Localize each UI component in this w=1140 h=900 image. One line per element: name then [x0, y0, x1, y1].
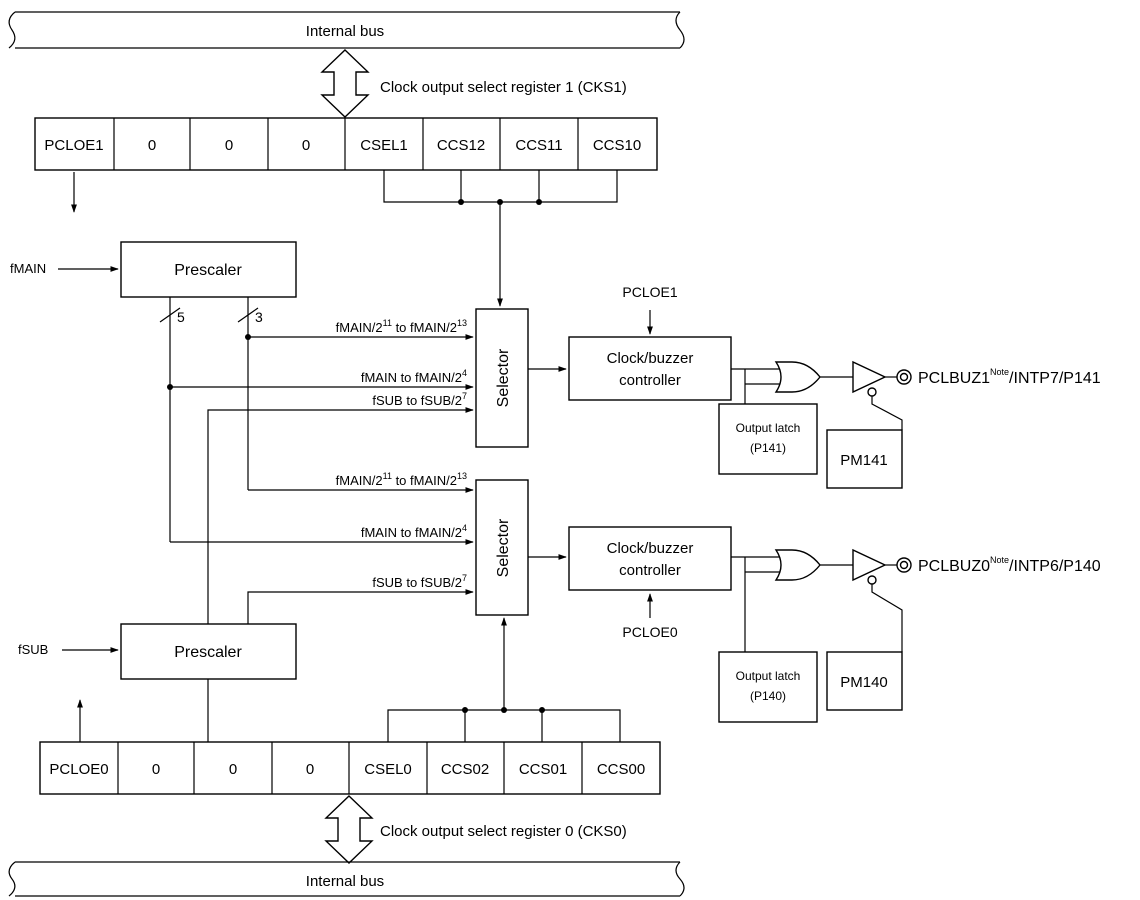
prescaler-sub-label: Prescaler: [174, 644, 242, 661]
port-mode-pm141: PM141: [826, 429, 903, 489]
controller-lower-line1: Clock/buzzer: [607, 540, 694, 557]
lower-input-fmain: fMAIN to fMAIN/24: [361, 523, 467, 540]
bus-double-arrow-cks1: [320, 49, 370, 118]
upper-input-fsub: fSUB to fSUB/27: [372, 391, 467, 408]
port-mode-pm140: PM140: [826, 651, 903, 711]
cks1-bit-csel1: CSEL1: [360, 137, 408, 154]
cks0-bit-4: 0: [306, 761, 314, 778]
upper-input-fmain: fMAIN to fMAIN/24: [361, 368, 467, 385]
bus-double-arrow-cks0: [324, 795, 374, 864]
latch-upper-line1: Output latch: [736, 421, 801, 435]
bus-width-5: 5: [177, 309, 185, 325]
selector-lower: Selector: [475, 479, 529, 616]
pm141-label: PM141: [840, 452, 888, 469]
latch-lower-line1: Output latch: [736, 669, 801, 683]
output-stage-lower: [731, 548, 912, 652]
cks1-select-wiring: [383, 170, 618, 307]
bus-width-3: 3: [255, 309, 263, 325]
output-stage-upper: [731, 360, 912, 430]
pin-upper-label: PCLBUZ1Note/INTP7/P141: [918, 367, 1101, 387]
lower-input-fsub: fSUB to fSUB/27: [372, 573, 467, 590]
controller-upper-line2: controller: [619, 372, 681, 389]
cks0-bit-ccs00: CCS00: [597, 761, 645, 778]
cks0-bit-6: 0: [152, 761, 160, 778]
cks1-bit-pcloe1: PCLOE1: [44, 137, 103, 154]
output-latch-lower: Output latch (P140): [718, 651, 818, 723]
selector-lower-label: Selector: [495, 518, 512, 577]
controller-lower-line2: controller: [619, 562, 681, 579]
lower-input-fmain-div: fMAIN/211 to fMAIN/213: [336, 471, 467, 488]
latch-lower-line2: (P140): [750, 689, 786, 703]
clock-buzzer-controller-upper: Clock/buzzer controller: [568, 336, 732, 401]
clock-buzzer-controller-lower: Clock/buzzer controller: [568, 526, 732, 591]
upper-input-fmain-div: fMAIN/211 to fMAIN/213: [336, 318, 467, 335]
cks1-bit-4: 0: [302, 137, 310, 154]
selector-upper-label: Selector: [495, 348, 512, 407]
cks0-bit-5: 0: [229, 761, 237, 778]
pm140-label: PM140: [840, 674, 888, 691]
cks0-register: PCLOE0 0 0 0 CSEL0 CCS02 CCS01 CCS00: [39, 741, 661, 795]
selector-upper: Selector: [475, 308, 529, 448]
internal-bus-top-label: Internal bus: [306, 23, 384, 40]
lower-enable-label: PCLOE0: [622, 624, 677, 640]
prescaler-main: Prescaler: [120, 241, 297, 298]
cks1-bit-ccs12: CCS12: [437, 137, 485, 154]
prescaler-sub: Prescaler: [120, 623, 297, 680]
controller-upper-line1: Clock/buzzer: [607, 350, 694, 367]
fsub-input-label: fSUB: [18, 642, 48, 657]
fmain-input-label: fMAIN: [10, 261, 46, 276]
cks0-bit-pcloe0: PCLOE0: [49, 761, 108, 778]
cks1-bit-ccs11: CCS11: [515, 137, 562, 154]
cks0-select-wiring: [387, 617, 621, 742]
internal-bus-top: Internal bus: [8, 11, 685, 49]
cks1-caption: Clock output select register 1 (CKS1): [380, 79, 627, 96]
output-latch-upper: Output latch (P141): [718, 403, 818, 475]
prescaler-main-buses: 5 3: [159, 297, 263, 542]
prescaler-main-label: Prescaler: [174, 262, 242, 279]
cks0-bit-ccs02: CCS02: [441, 761, 489, 778]
cks1-bit-5: 0: [225, 137, 233, 154]
cks1-bit-ccs10: CCS10: [593, 137, 641, 154]
cks0-bit-csel0: CSEL0: [364, 761, 412, 778]
internal-bus-bottom-label: Internal bus: [306, 873, 384, 890]
upper-enable-label: PCLOE1: [622, 284, 677, 300]
cks1-register: PCLOE1 0 0 0 CSEL1 CCS12 CCS11 CCS10: [34, 117, 658, 171]
cks1-bit-6: 0: [148, 137, 156, 154]
cks0-bit-ccs01: CCS01: [519, 761, 567, 778]
cks0-caption: Clock output select register 0 (CKS0): [380, 823, 627, 840]
latch-upper-line2: (P141): [750, 441, 786, 455]
internal-bus-bottom: Internal bus: [8, 861, 685, 897]
pin-lower-label: PCLBUZ0Note/INTP6/P140: [918, 555, 1101, 575]
